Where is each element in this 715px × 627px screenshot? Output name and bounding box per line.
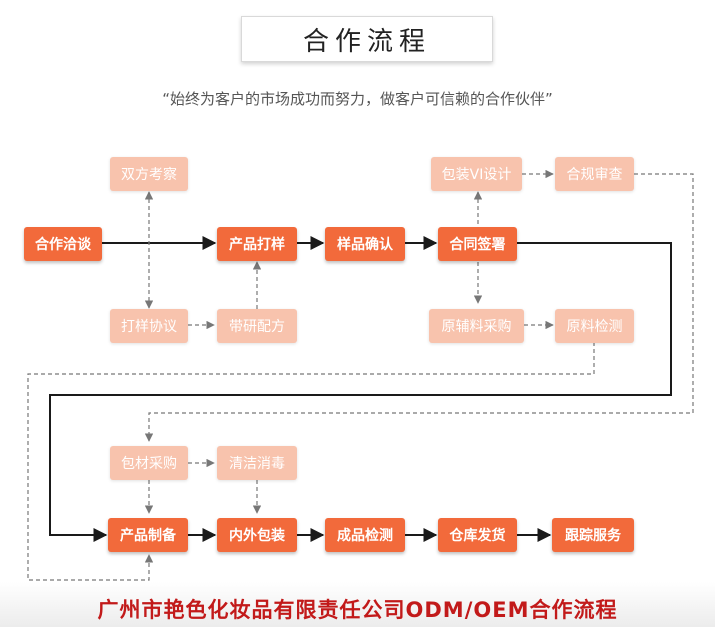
node-yangpin: 样品确认 bbox=[325, 227, 405, 261]
node-shuangfang: 双方考察 bbox=[110, 157, 188, 191]
slogan: “始终为客户的市场成功而努力，做客户可信赖的合作伙伴” bbox=[162, 90, 553, 108]
node-qiatan: 合作洽谈 bbox=[24, 227, 102, 261]
footer-background bbox=[0, 582, 715, 627]
node-cangku: 仓库发货 bbox=[438, 518, 517, 552]
node-daiyan: 带研配方 bbox=[217, 309, 297, 343]
page-title: 合作流程 bbox=[241, 16, 493, 62]
node-chanpin-dayang: 产品打样 bbox=[217, 227, 297, 261]
node-genzong: 跟踪服务 bbox=[552, 518, 634, 552]
node-qingjie: 清洁消毒 bbox=[217, 446, 297, 480]
node-neiwai: 内外包装 bbox=[217, 518, 297, 552]
node-baozhuang-vi: 包装VI设计 bbox=[431, 157, 522, 191]
node-yuanliao-jiance: 原料检测 bbox=[555, 309, 634, 343]
dash-hegui-baocai bbox=[144, 173, 694, 442]
node-chengpin: 成品检测 bbox=[325, 518, 405, 552]
node-zhibei: 产品制备 bbox=[108, 518, 188, 552]
footer-caption: 广州市艳色化妆品有限责任公司ODM/OEM合作流程 bbox=[97, 598, 618, 622]
node-baocai: 包材采购 bbox=[110, 446, 188, 480]
node-dayang-xieyi: 打样协议 bbox=[110, 309, 188, 343]
dash-jiance-zhibei bbox=[27, 342, 595, 581]
node-yuanfuliao: 原辅料采购 bbox=[429, 309, 524, 343]
node-hegui: 合规审查 bbox=[555, 157, 634, 191]
node-hetong: 合同签署 bbox=[438, 227, 517, 261]
arrow-hetong-zhibei bbox=[49, 242, 672, 542]
